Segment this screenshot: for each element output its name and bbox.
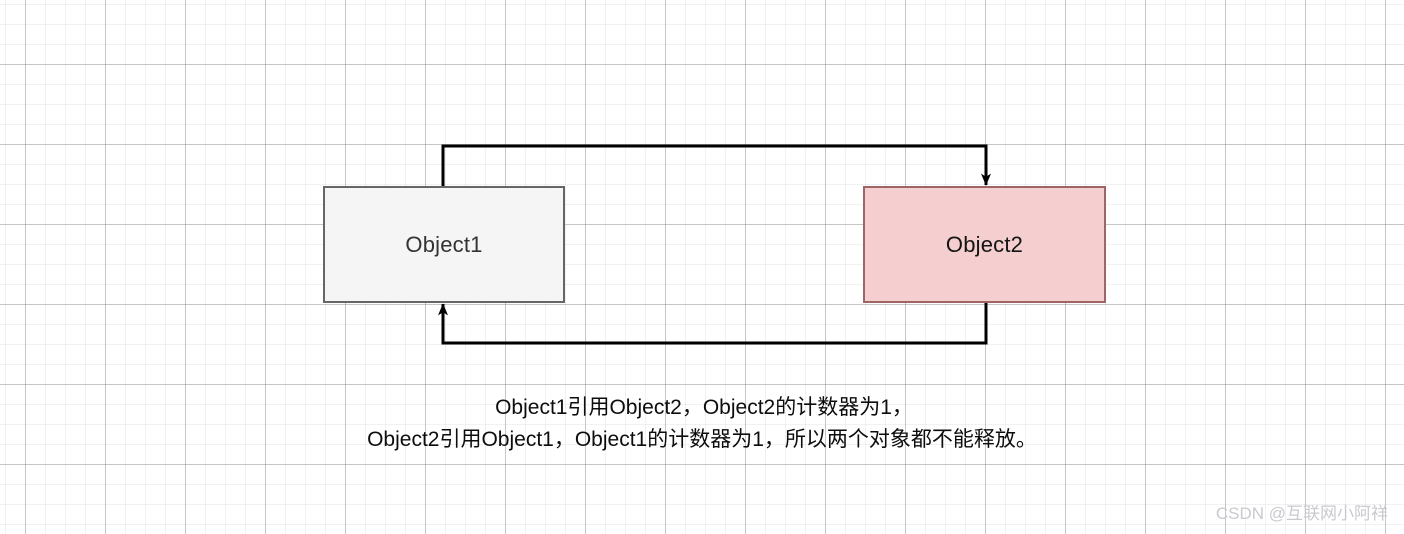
node-object1[interactable]: Object1 xyxy=(323,186,565,303)
caption-line-1: Object1引用Object2，Object2的计数器为1， xyxy=(495,396,913,419)
caption-line-2: Object2引用Object1，Object1的计数器为1，所以两个对象都不能… xyxy=(367,428,1037,451)
node-object2[interactable]: Object2 xyxy=(863,186,1106,303)
edge-object1-to-object2 xyxy=(441,144,991,186)
node-object2-label: Object2 xyxy=(945,231,1024,257)
watermark: CSDN @互联网小阿祥 xyxy=(1215,504,1388,523)
edge-object2-to-object1 xyxy=(438,303,988,345)
node-object1-label: Object1 xyxy=(405,231,483,257)
caption-text: Object1引用Object2，Object2的计数器为1， Object2引… xyxy=(0,392,1404,456)
